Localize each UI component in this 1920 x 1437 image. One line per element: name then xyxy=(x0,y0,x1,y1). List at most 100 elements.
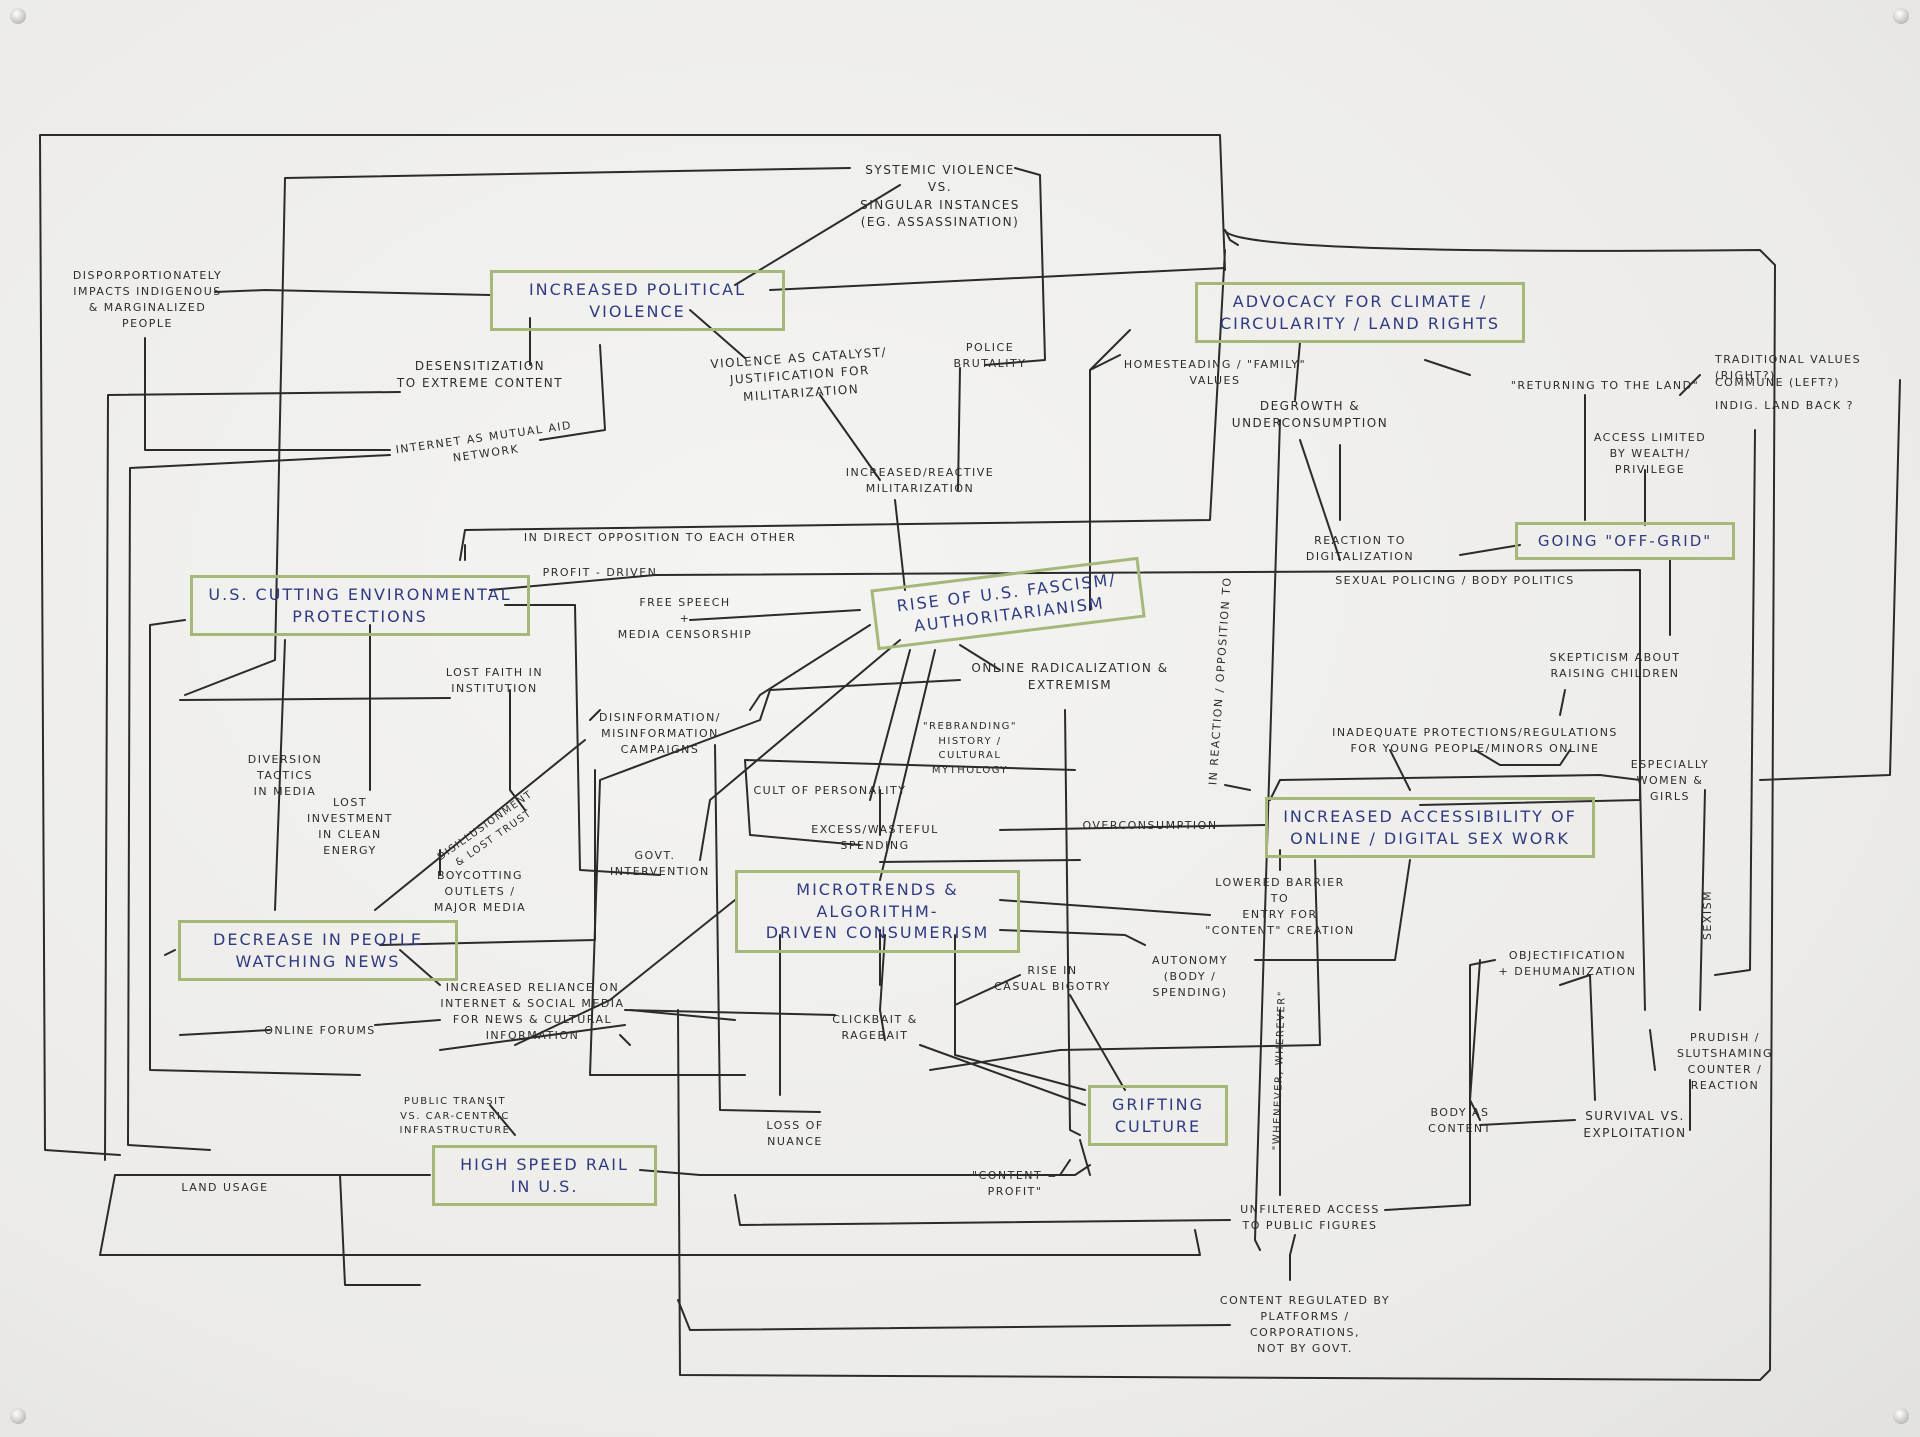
line-forums-left xyxy=(179,1029,271,1036)
line-grift-content xyxy=(1059,1159,1071,1176)
note-sexual-policing: Sexual Policing / Body Politics xyxy=(1335,574,1575,587)
note-access-limited: Access limited by wealth/ privilege xyxy=(1593,431,1707,476)
line-returning xyxy=(1424,359,1701,396)
note-inadequate-protections: Inadequate Protections/Regulations for Y… xyxy=(1332,726,1618,755)
note-unfiltered-access: Unfiltered Access to Public Figures xyxy=(1240,1203,1380,1232)
line-micro-down xyxy=(879,934,886,1041)
line-traditional-right xyxy=(1759,379,1901,781)
line-lostfaith-to-fasc xyxy=(179,697,451,701)
note-online-radicalization: Online Radicalization & Extremism xyxy=(971,661,1169,693)
note-direct-opposition: In direct opposition to each other xyxy=(523,531,797,544)
line-excess-left xyxy=(744,759,1076,846)
line-degrowth-down xyxy=(1254,419,1281,1251)
line-micro-left xyxy=(514,899,736,1046)
note-lost-investment: Lost Investment in Clean Energy xyxy=(306,796,394,857)
note-skepticism-children: Skepticism about Raising Children xyxy=(1549,651,1681,680)
line-reliance-right xyxy=(629,1009,736,1021)
topic-microtrends: Microtrends & Algorithm- Driven Consumer… xyxy=(735,870,1020,953)
line-bigotry-grift xyxy=(1069,994,1126,1091)
line-land-back xyxy=(1714,429,1756,976)
topic-political-violence: Increased Political Violence xyxy=(490,270,785,332)
line-especially-up xyxy=(1699,789,1706,1011)
line-online-radical-down xyxy=(1064,709,1081,1136)
line-fasc-radical xyxy=(589,679,961,1076)
line-inadequate-skeptic xyxy=(1559,689,1566,716)
line-lostfaith-mid xyxy=(509,689,526,811)
thumbtack-icon xyxy=(1893,8,1909,24)
line-sexwork-mid xyxy=(929,859,1321,1071)
line-police-mil xyxy=(957,367,961,491)
line-reliance-left xyxy=(439,1024,626,1051)
topic-climate-advocacy: Advocacy for Climate / Circularity / Lan… xyxy=(1195,282,1525,344)
line-micro-grift xyxy=(954,934,1086,1091)
note-boycotting-outlets: Boycotting Outlets / Major Media xyxy=(433,869,527,914)
note-reaction-digitalization: Reaction to Digitalization xyxy=(1305,534,1415,563)
note-content-regulated: Content Regulated by Platforms / Corpora… xyxy=(1219,1294,1391,1355)
note-disproportionately: Disporportionately Impacts Indigenous & … xyxy=(72,269,223,330)
topic-grifting-culture: Grifting Culture xyxy=(1088,1085,1228,1147)
note-systemic-violence: Systemic Violence vs. Singular Instances… xyxy=(860,163,1020,230)
note-lost-faith: Lost Faith in Institution xyxy=(445,666,544,695)
line-unfiltered-right xyxy=(1384,959,1496,1211)
note-content-profit: "Content = Profit" xyxy=(972,1169,1058,1198)
note-traditional-values: Traditional Values (Right?) xyxy=(1715,353,1862,382)
note-rise-bigotry: Rise in Casual Bigotry xyxy=(994,964,1111,993)
line-env-sexual xyxy=(654,569,1641,806)
line-survival-up xyxy=(1559,974,1596,1101)
line-disp-people xyxy=(144,337,391,451)
line-env-diversion xyxy=(274,639,286,911)
line-pv-systemic xyxy=(734,184,901,286)
line-pv-to-violence xyxy=(769,267,1226,291)
line-objectification xyxy=(1469,959,1481,1121)
line-transit xyxy=(489,1104,516,1136)
topic-decrease-news: Decrease in People Watching News xyxy=(178,920,458,982)
line-reaction-offgrid xyxy=(1459,544,1521,556)
note-sexism: Sexism xyxy=(1701,889,1714,941)
line-fasc-freespeech xyxy=(689,609,861,621)
outer-loop-line xyxy=(39,134,1226,1156)
line-rail-bottom xyxy=(339,1174,421,1286)
note-commune: Commune (Left?) xyxy=(1715,376,1840,389)
note-police-brutality: Police Brutality xyxy=(953,341,1027,370)
line-env-profit xyxy=(489,574,656,591)
note-especially-women: Especially Women & Girls xyxy=(1630,758,1710,803)
line-systemic-right xyxy=(984,167,1046,366)
line-excess xyxy=(879,859,1081,863)
line-forums-reliance xyxy=(374,1019,441,1026)
note-public-transit: Public Transit vs. Car-Centric Infrastru… xyxy=(399,1096,511,1136)
note-prudish: Prudish / Slutshaming Counter / Reaction xyxy=(1676,1031,1774,1092)
line-clickbait-grift xyxy=(919,974,1086,1106)
line-mil-fascism xyxy=(894,499,906,591)
line-climate-degrowth xyxy=(1294,341,1341,561)
topic-env-protections: U.S. Cutting Environmental Protections xyxy=(190,575,530,637)
line-fasc-cult xyxy=(869,649,911,801)
thumbtack-icon xyxy=(10,1408,26,1424)
note-clickbait-ragebait: Clickbait & Ragebait xyxy=(832,1013,918,1042)
line-clickbait-left xyxy=(624,1009,836,1016)
note-cult-personality: Cult of Personality xyxy=(753,784,907,797)
line-disinfo-down xyxy=(714,744,821,1113)
note-increased-reliance: Increased Reliance on Internet & Social … xyxy=(440,981,625,1042)
note-returning-land: "Returning to the Land" xyxy=(1510,379,1700,392)
line-news-right xyxy=(379,769,596,946)
note-militarization: Increased/Reactive Militarization xyxy=(845,466,995,495)
note-lowered-barrier: Lowered Barrier to Entry for "Content" C… xyxy=(1205,876,1355,937)
thumbtack-icon xyxy=(10,8,26,24)
note-overconsumption: Overconsumption xyxy=(1082,819,1218,832)
outer-loop-line-2 xyxy=(677,229,1776,1381)
line-env-lostfaith xyxy=(504,604,661,876)
line-disinfo-news xyxy=(374,739,586,911)
line-inadequate-brace xyxy=(1474,749,1571,766)
line-unfiltered-down xyxy=(1289,1234,1296,1256)
note-excess-spending: Excess/Wasteful Spending xyxy=(811,823,939,852)
line-fasc-disinfo xyxy=(749,624,871,711)
thumbtack-icon xyxy=(1893,1408,1909,1424)
line-grift-content2 xyxy=(1079,1139,1091,1176)
line-news-left xyxy=(164,949,176,956)
note-rebranding-history: "Rebranding" History / Cultural Mytholog… xyxy=(922,721,1018,776)
line-prudish xyxy=(1649,1029,1656,1071)
topic-high-speed-rail: High Speed Rail in U.S. xyxy=(432,1145,657,1207)
note-disinformation: Disinformation/ Misinformation Campaigns xyxy=(598,711,721,756)
line-systemic xyxy=(184,167,851,696)
